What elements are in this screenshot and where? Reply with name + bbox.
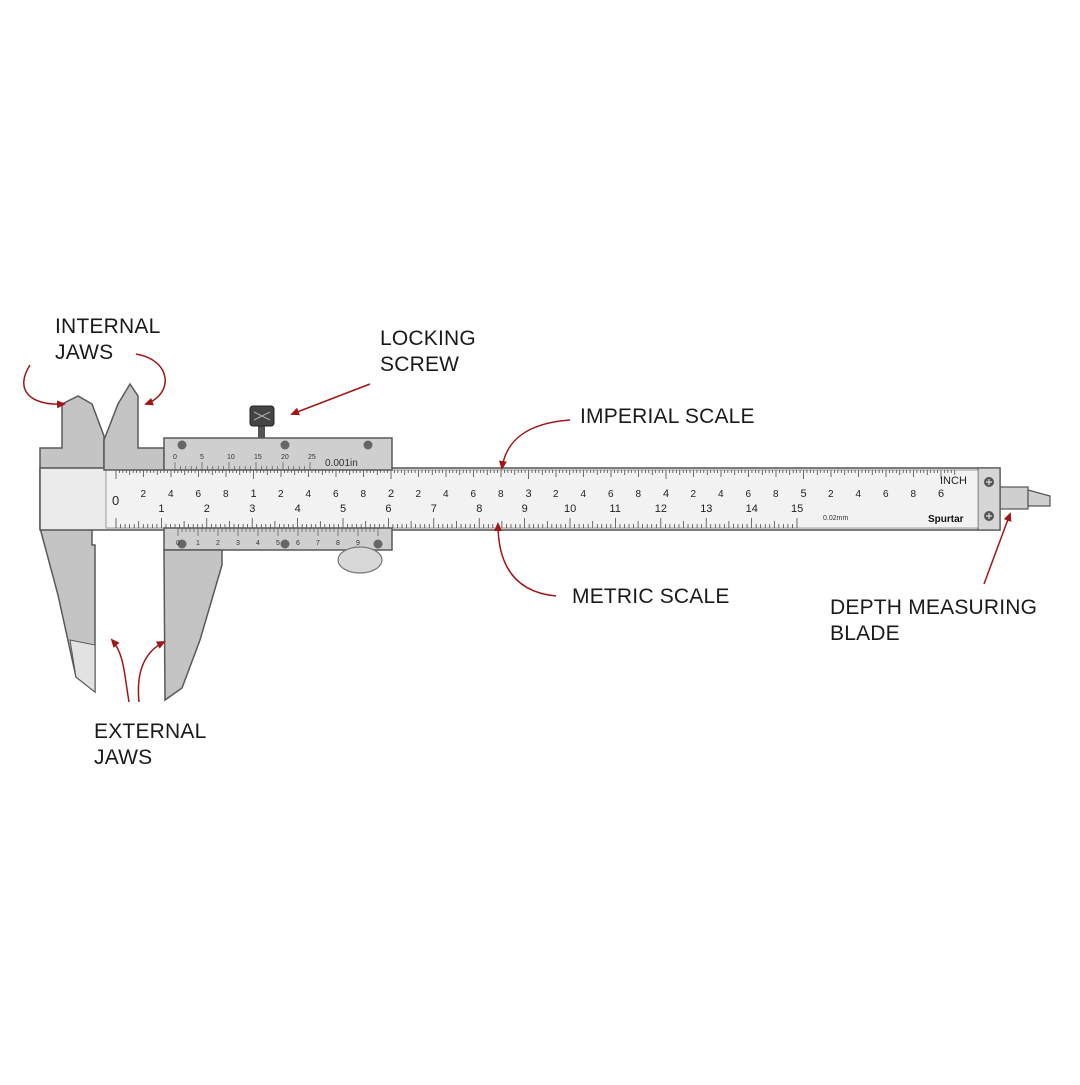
imperial-inch-number: 2 — [388, 488, 394, 500]
imperial-sub-number: 4 — [168, 489, 174, 500]
imperial-inch-number: 6 — [938, 488, 944, 500]
arrow-metric-scale — [494, 522, 557, 597]
imperial-inch-number: 1 — [251, 488, 257, 500]
vernier-imperial-number: 15 — [254, 454, 262, 461]
imperial-sub-number: 6 — [333, 489, 339, 500]
vernier-imperial-number: 25 — [308, 454, 316, 461]
imperial-sub-number: 8 — [636, 489, 642, 500]
vernier-metric-number: 0 — [176, 540, 180, 547]
imperial-sub-number: 2 — [278, 489, 284, 500]
vernier-metric-number: 1 — [196, 540, 200, 547]
metric-number: 11 — [609, 503, 620, 515]
vernier-resolution-label: 0.001in — [325, 458, 358, 469]
imperial-scale-label: IMPERIAL SCALE — [580, 405, 755, 428]
depth-blade-label: DEPTH MEASURING BLADE — [830, 595, 1037, 647]
metric-number: 14 — [746, 503, 758, 515]
locking-screw-label-line1: LOCKING — [380, 327, 476, 350]
sliding-jaw — [103, 382, 393, 702]
imperial-sub-number: 4 — [443, 489, 449, 500]
arrow-depth-blade — [983, 512, 1012, 585]
arrow-locking-screw — [290, 383, 371, 416]
imperial-sub-number: 2 — [141, 489, 147, 500]
metric-number: 12 — [655, 503, 667, 515]
imperial-sub-number: 6 — [883, 489, 889, 500]
annotation-arrows — [23, 353, 1012, 703]
metric-number: 5 — [340, 503, 346, 515]
fixed-jaw — [39, 395, 111, 694]
imperial-sub-number: 2 — [828, 489, 834, 500]
locking-screw — [249, 405, 275, 440]
metric-resolution-label: 0.02mm — [823, 515, 848, 522]
inch-unit-label: INCH — [940, 475, 967, 487]
vernier-metric-number: 7 — [316, 540, 320, 547]
metric-number: 8 — [476, 503, 482, 515]
metric-number: 10 — [564, 503, 576, 515]
imperial-inch-number: 3 — [526, 488, 532, 500]
vernier-metric-number: 4 — [256, 540, 260, 547]
imperial-inch-number: 4 — [663, 488, 669, 500]
metric-number: 1 — [158, 503, 164, 515]
locking-screw-label: LOCKING SCREW — [380, 326, 476, 378]
locking-screw-label-line2: SCREW — [380, 353, 460, 376]
vernier-imperial-number: 0 — [173, 454, 177, 461]
imperial-inch-number: 5 — [801, 488, 807, 500]
vernier-imperial-number: 5 — [200, 454, 204, 461]
depth-measuring-blade — [999, 486, 1051, 510]
arrow-external-jaws-left — [110, 638, 130, 703]
imperial-sub-number: 6 — [608, 489, 614, 500]
metric-number: 2 — [204, 503, 210, 515]
vernier-metric-number: 5 — [276, 540, 280, 547]
imperial-sub-number: 6 — [471, 489, 477, 500]
imperial-sub-number: 4 — [581, 489, 587, 500]
imperial-sub-number: 4 — [306, 489, 312, 500]
arrow-internal-jaws-right — [135, 353, 166, 406]
imperial-sub-number: 6 — [746, 489, 752, 500]
vernier-metric-number: 6 — [296, 540, 300, 547]
metric-number: 4 — [295, 503, 301, 515]
arrow-external-jaws-right — [137, 641, 166, 703]
brand-label: Spurtar — [928, 514, 964, 525]
metric-number: 15 — [791, 503, 803, 515]
imperial-sub-number: 4 — [718, 489, 724, 500]
imperial-sub-number: 4 — [856, 489, 862, 500]
imperial-sub-number: 8 — [498, 489, 504, 500]
metric-number: 9 — [522, 503, 528, 515]
imperial-sub-number: 8 — [223, 489, 229, 500]
imperial-sub-number: 6 — [196, 489, 202, 500]
imperial-sub-number: 2 — [553, 489, 559, 500]
internal-jaws-label-line1: INTERNAL — [55, 315, 161, 338]
zero-label: 0 — [112, 493, 119, 508]
vernier-metric-number: 8 — [336, 540, 340, 547]
vernier-metric-number: 2 — [216, 540, 220, 547]
depth-blade-label-line2: BLADE — [830, 622, 900, 645]
arrow-imperial-scale — [499, 419, 571, 470]
imperial-sub-number: 2 — [416, 489, 422, 500]
main-beam — [39, 467, 1001, 531]
vernier-imperial-number: 10 — [227, 454, 235, 461]
vernier-metric-number: 9 — [356, 540, 360, 547]
metric-scale-label: METRIC SCALE — [572, 585, 730, 608]
metric-number: 7 — [431, 503, 437, 515]
imperial-sub-number: 2 — [691, 489, 697, 500]
depth-blade-label-line1: DEPTH MEASURING — [830, 596, 1038, 619]
imperial-sub-number: 8 — [911, 489, 917, 500]
metric-number: 3 — [249, 503, 255, 515]
internal-jaws-label: INTERNAL JAWS — [55, 314, 160, 366]
external-jaws-label: EXTERNAL JAWS — [94, 719, 206, 771]
vernier-metric-number: 3 — [236, 540, 240, 547]
metric-number: 6 — [385, 503, 391, 515]
vernier-imperial-number: 20 — [281, 454, 289, 461]
internal-jaws-label-line2: JAWS — [55, 341, 114, 364]
arrow-internal-jaws-left — [23, 364, 66, 409]
metric-number: 13 — [700, 503, 712, 515]
external-jaws-label-line1: EXTERNAL — [94, 720, 207, 743]
external-jaws-label-line2: JAWS — [94, 746, 153, 769]
imperial-sub-number: 8 — [361, 489, 367, 500]
imperial-sub-number: 8 — [773, 489, 779, 500]
